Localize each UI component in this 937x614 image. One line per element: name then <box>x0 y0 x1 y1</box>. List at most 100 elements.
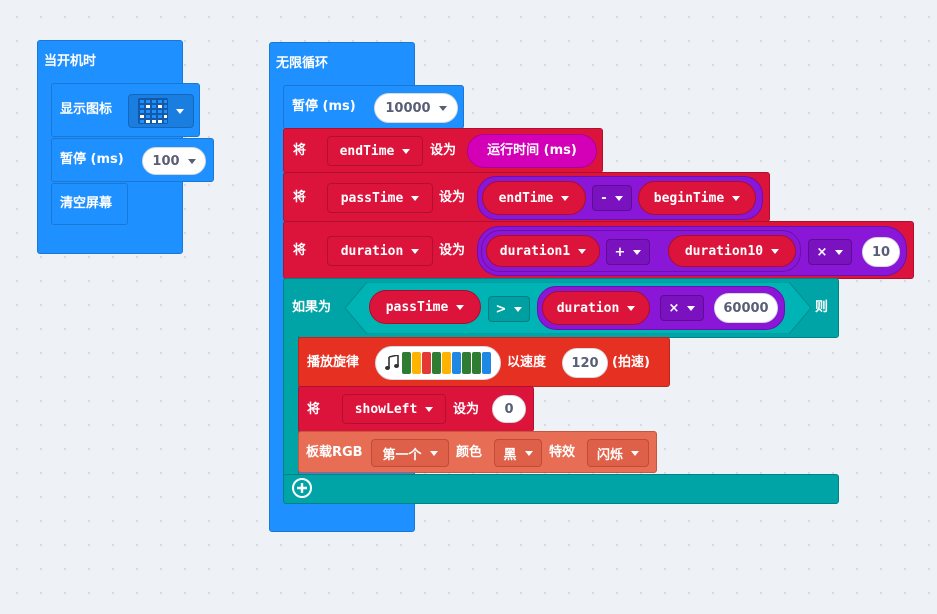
melody-note-cell <box>402 352 411 374</box>
set-keyword: 将 <box>293 243 307 258</box>
var-name: duration1 <box>499 243 571 259</box>
show-icon-label: 显示图标 <box>60 102 113 117</box>
chevron-down-icon <box>438 105 447 111</box>
plus-circle-icon[interactable] <box>291 477 313 499</box>
duration1-reporter[interactable]: duration1 <box>486 235 600 267</box>
passtime-reporter[interactable]: passTime <box>369 290 481 324</box>
chevron-down-icon <box>187 158 196 164</box>
duration-reporter[interactable]: duration <box>542 291 650 325</box>
rgb-color: 黑 <box>503 447 517 463</box>
set-to-label: 设为 <box>453 402 480 417</box>
var-name: endTime <box>339 143 395 159</box>
pause-value: 100 <box>152 153 180 169</box>
times-reporter[interactable]: duration1 + duration10 × 10 <box>477 226 907 276</box>
melody-note-cell <box>442 352 451 374</box>
var-name: passTime <box>385 299 449 315</box>
runtime-label: 运行时间 (ms) <box>487 143 577 158</box>
chevron-down-icon <box>561 195 570 201</box>
var-dropdown-endtime[interactable]: endTime <box>327 136 423 166</box>
rgb-effect-dropdown[interactable]: 闪烁 <box>587 439 649 467</box>
multiplier-field[interactable]: 10 <box>862 237 900 267</box>
rgb-color-dropdown[interactable]: 黑 <box>494 439 542 467</box>
tempo-unit: (拍速) <box>612 355 650 370</box>
chevron-down-icon <box>411 195 420 201</box>
var-dropdown-passtime[interactable]: passTime <box>327 183 433 213</box>
op-dropdown-times[interactable]: × <box>808 239 852 265</box>
duration10-reporter[interactable]: duration10 <box>668 235 796 267</box>
op-symbol: + <box>614 244 626 260</box>
set-duration-block[interactable]: 将 duration 设为 duration1 + duration10 × 1… <box>283 221 914 279</box>
plus-reporter[interactable]: duration1 + duration10 <box>481 230 801 272</box>
rgb-block[interactable]: 板载RGB 第一个 颜色 黑 特效 闪烁 <box>298 431 657 473</box>
rgb-color-label: 颜色 <box>456 445 483 460</box>
icon-dropdown[interactable] <box>128 94 194 128</box>
rgb-effect-label: 特效 <box>549 445 576 460</box>
var-dropdown-showleft[interactable]: showLeft <box>342 394 446 424</box>
set-to-label: 设为 <box>430 143 457 158</box>
pause-block-start[interactable]: 暂停 (ms) 100 <box>51 138 214 182</box>
rgb-which-dropdown[interactable]: 第一个 <box>371 439 449 467</box>
pause-label: 暂停 (ms) <box>292 99 356 114</box>
set-keyword: 将 <box>293 190 307 205</box>
music-note-icon <box>385 355 399 370</box>
forever-label: 无限循环 <box>276 56 329 71</box>
threshold-value: 60000 <box>723 300 769 316</box>
showleft-value-field[interactable]: 0 <box>492 395 526 423</box>
play-melody-block[interactable]: 播放旋律 以速度 120 (拍速) <box>298 337 670 387</box>
melody-notes <box>402 352 491 374</box>
compare-symbol: > <box>495 301 507 317</box>
minus-reporter[interactable]: endTime - beginTime <box>477 176 763 220</box>
rgb-label: 板载RGB <box>306 445 363 460</box>
endtime-reporter[interactable]: endTime <box>482 181 586 215</box>
on-start-label: 当开机时 <box>44 54 97 69</box>
pause-value-field[interactable]: 100 <box>142 147 206 175</box>
op-dropdown-times[interactable]: × <box>660 295 704 321</box>
set-keyword: 将 <box>293 143 307 158</box>
show-icon-block[interactable]: 显示图标 <box>51 83 200 137</box>
threshold-field[interactable]: 60000 <box>714 293 778 323</box>
chevron-down-icon <box>732 195 741 201</box>
chevron-down-icon <box>402 148 411 154</box>
clear-screen-block[interactable]: 清空屏幕 <box>51 183 128 225</box>
melody-note-cell <box>472 352 481 374</box>
var-name: duration <box>340 243 404 259</box>
if-times-reporter[interactable]: duration × 60000 <box>537 286 785 330</box>
chevron-down-icon <box>429 450 438 456</box>
if-label: 如果为 <box>292 300 332 315</box>
then-label: 则 <box>815 300 829 315</box>
melody-note-cell <box>462 352 471 374</box>
melody-note-cell <box>422 352 431 374</box>
begintime-reporter[interactable]: beginTime <box>638 181 756 215</box>
showleft-value: 0 <box>504 401 514 417</box>
var-name: beginTime <box>653 190 725 206</box>
smiley-led-icon <box>138 98 168 124</box>
set-passtime-block[interactable]: 将 passTime 设为 endTime - beginTime <box>283 172 770 222</box>
chevron-down-icon <box>633 249 642 255</box>
var-name: endTime <box>498 190 554 206</box>
pause-block-forever[interactable]: 暂停 (ms) 10000 <box>283 85 464 129</box>
melody-note-cell <box>482 352 491 374</box>
set-endtime-block[interactable]: 将 endTime 设为 运行时间 (ms) <box>283 128 603 173</box>
compare-dropdown[interactable]: > <box>488 296 530 322</box>
var-name: duration10 <box>684 243 764 259</box>
melody-field[interactable] <box>375 346 501 380</box>
op-dropdown-plus[interactable]: + <box>606 239 650 265</box>
runtime-reporter[interactable]: 运行时间 (ms) <box>467 134 597 168</box>
var-name: duration <box>556 300 620 316</box>
pause-value: 10000 <box>385 100 431 116</box>
chevron-down-icon <box>631 450 639 456</box>
chevron-down-icon <box>524 450 533 456</box>
rgb-which: 第一个 <box>382 447 422 463</box>
var-dropdown-duration[interactable]: duration <box>327 236 433 266</box>
clear-screen-label: 清空屏幕 <box>60 196 113 211</box>
tempo-field[interactable]: 120 <box>562 348 608 378</box>
chevron-down-icon <box>771 248 780 254</box>
chevron-down-icon <box>835 249 844 255</box>
op-symbol: × <box>668 300 680 316</box>
if-block-arm <box>283 336 299 476</box>
set-showleft-block[interactable]: 将 showLeft 设为 0 <box>298 386 534 432</box>
pause-value-field[interactable]: 10000 <box>374 93 458 123</box>
set-keyword: 将 <box>307 402 321 417</box>
op-dropdown-minus[interactable]: - <box>592 185 632 211</box>
speed-label: 以速度 <box>507 355 547 370</box>
